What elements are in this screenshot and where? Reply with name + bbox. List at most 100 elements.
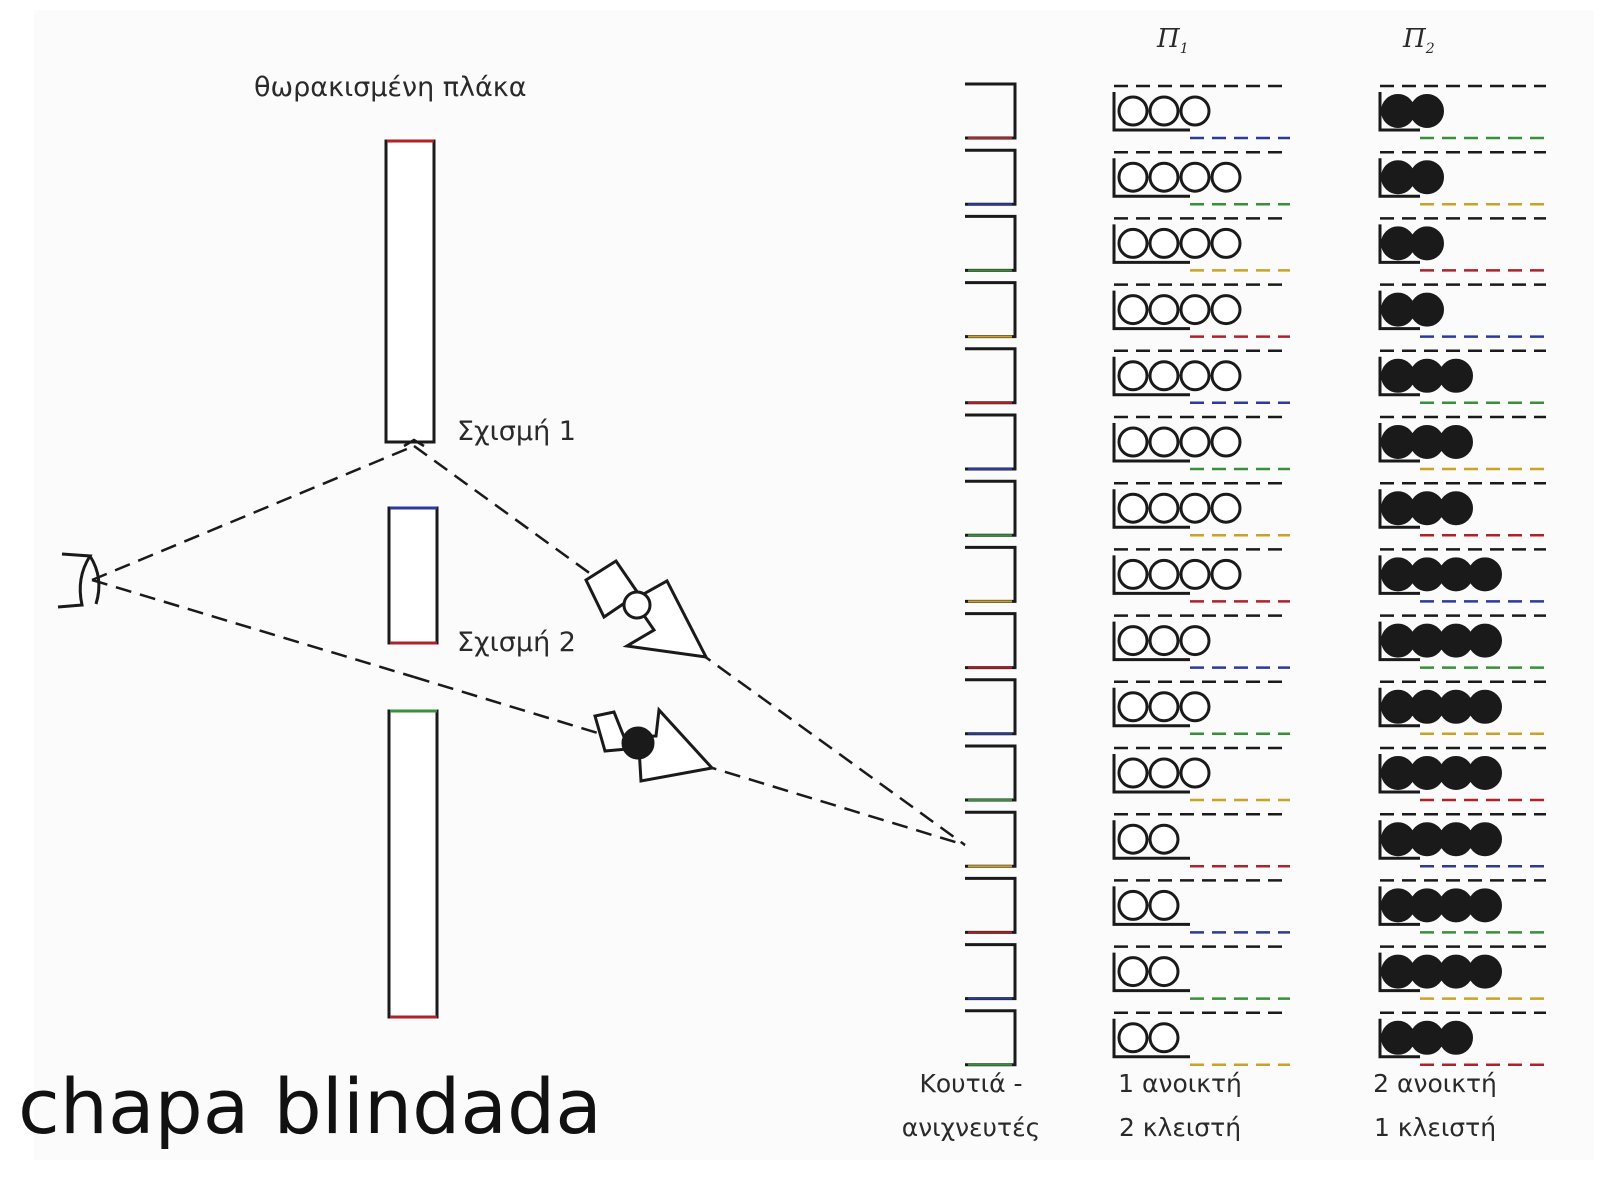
filled-particle-icon <box>1439 689 1473 724</box>
detector-box <box>965 413 1017 471</box>
p1-column <box>1112 84 1290 1067</box>
p1-row <box>1112 812 1290 868</box>
open-particle-icon <box>1148 691 1180 723</box>
p1-row <box>1112 481 1290 537</box>
p2-row <box>1378 945 1546 1000</box>
p1-row <box>1112 283 1290 338</box>
filled-particle-icon <box>1410 689 1444 724</box>
filled-particle-icon <box>1381 689 1415 724</box>
shielded-plate <box>384 139 439 1019</box>
detector-box <box>965 479 1017 537</box>
open-particle-icon <box>1117 161 1149 193</box>
plate-label: θωρακισμένη πλάκα <box>254 72 527 103</box>
open-particle-icon <box>1148 294 1180 326</box>
detector-box <box>965 281 1017 339</box>
plate-segment-middle <box>387 506 439 645</box>
open-particle-icon <box>1148 161 1180 193</box>
p1-row <box>1112 614 1290 669</box>
p2-row <box>1378 746 1546 802</box>
plate-segment-top <box>384 139 436 444</box>
open-particle-icon <box>1210 558 1242 590</box>
open-particle-icon <box>1117 558 1149 590</box>
p1-row <box>1112 879 1290 934</box>
filled-particle-icon <box>1468 623 1502 658</box>
open-particle-icon <box>1179 227 1211 259</box>
filled-particle-icon <box>1381 226 1415 261</box>
p1-row <box>1112 548 1290 603</box>
filled-particle-icon <box>621 726 655 760</box>
filled-particle-icon <box>1410 822 1444 857</box>
filled-particle-icon <box>1381 756 1415 790</box>
open-particle-icon <box>1179 558 1211 590</box>
p2-row <box>1378 812 1546 868</box>
filled-particle-icon <box>1410 1020 1444 1055</box>
open-particle-icon <box>1148 757 1180 789</box>
open-particle-icon <box>1148 625 1180 657</box>
p2-row <box>1378 481 1546 537</box>
open-particle-icon <box>1210 492 1242 524</box>
filled-particle-icon <box>1468 756 1502 790</box>
detector-box <box>965 678 1017 736</box>
detector-box <box>965 214 1017 272</box>
open-particle-icon <box>1117 956 1149 988</box>
open-particle-icon <box>1117 294 1149 326</box>
filled-particle-icon <box>1381 425 1415 459</box>
filled-particle-icon <box>1468 822 1502 857</box>
open-particle-icon <box>1179 426 1211 458</box>
open-particle-icon <box>1117 227 1149 259</box>
filled-particle-icon <box>1410 756 1444 790</box>
filled-particle-icon <box>1381 160 1415 195</box>
open-particle-icon <box>1179 492 1211 524</box>
open-particle-icon <box>1148 227 1180 259</box>
open-particle-icon <box>1210 360 1242 392</box>
open-particle-icon <box>1179 360 1211 392</box>
caption-text: chapa blindada <box>18 1062 602 1151</box>
open-particle-icon <box>1117 691 1149 723</box>
p2-row <box>1378 349 1546 405</box>
p2-row <box>1378 217 1546 272</box>
diagram-figure <box>34 10 1594 1160</box>
open-particle-icon <box>1117 823 1149 855</box>
filled-particle-icon <box>1381 1020 1415 1055</box>
filled-particle-icon <box>1381 557 1415 592</box>
detector-box <box>965 744 1017 802</box>
p1-column-title: Π1 <box>1157 24 1189 58</box>
open-particle-icon <box>1117 492 1149 524</box>
filled-particle-icon <box>1439 425 1473 459</box>
slit-1-label: Σχισμή 1 <box>457 416 576 447</box>
open-particle-icon <box>1179 294 1211 326</box>
filled-particle-icon <box>1381 954 1415 989</box>
p2-row <box>1378 283 1546 338</box>
open-particle-icon <box>1117 1022 1149 1054</box>
slit-2-label: Σχισμή 2 <box>457 627 576 658</box>
filled-particle-icon <box>1439 888 1473 923</box>
filled-particle-icon <box>1410 491 1444 526</box>
p1-row <box>1112 415 1290 471</box>
open-particle-icon <box>1117 360 1149 392</box>
filled-particle-icon <box>1381 491 1415 526</box>
filled-particle-icon <box>1439 623 1473 658</box>
detector-box <box>965 943 1017 1001</box>
filled-particle-icon <box>1468 689 1502 724</box>
open-particle-icon <box>1148 1022 1180 1054</box>
open-particle-icon <box>1210 426 1242 458</box>
filled-particle-icon <box>1410 226 1444 261</box>
detector-box <box>965 876 1017 934</box>
detector-box <box>965 82 1017 140</box>
filled-particle-icon <box>1410 425 1444 459</box>
filled-particle-icon <box>1410 623 1444 658</box>
filled-particle-icon <box>1410 888 1444 923</box>
detector-box <box>965 612 1017 670</box>
p1-row <box>1112 680 1290 736</box>
filled-particle-icon <box>1439 358 1473 393</box>
particle-source-icon <box>57 552 101 609</box>
open-particle-icon <box>1117 426 1149 458</box>
filled-particle-icon <box>1410 292 1444 327</box>
p2-row <box>1378 150 1546 206</box>
p2-row <box>1378 680 1546 736</box>
filled-particle-icon <box>1439 756 1473 790</box>
open-particle-icon <box>1179 757 1211 789</box>
filled-particle-icon <box>1410 954 1444 989</box>
open-particle-icon <box>1117 625 1149 657</box>
